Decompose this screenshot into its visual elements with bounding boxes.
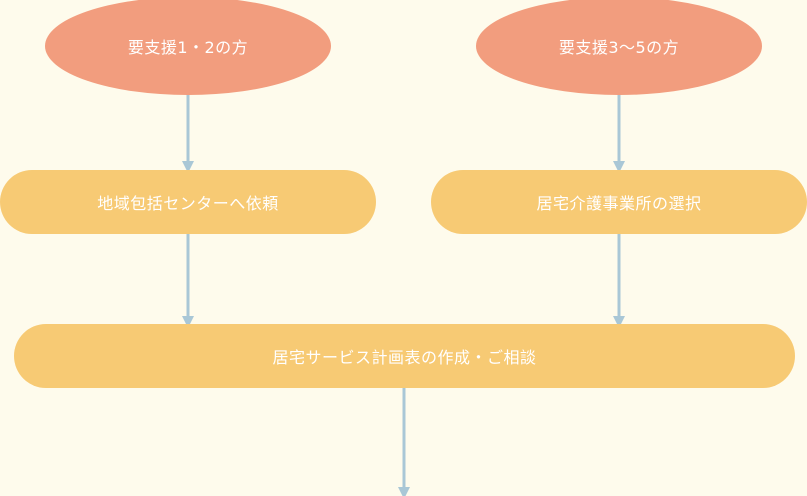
node-label: 地域包括センターへ依頼 (97, 194, 279, 213)
start-node-label: 要支援1・2の方 (127, 38, 249, 57)
node-request-center: 地域包括センターへ依頼 (0, 170, 376, 234)
node-care-plan: 居宅サービス計画表の作成・ご相談 (14, 324, 795, 388)
node-label: 居宅介護事業所の選択 (536, 194, 702, 213)
node-label: 居宅サービス計画表の作成・ご相談 (272, 348, 537, 367)
start-node-support-1-2: 要支援1・2の方 (45, 0, 331, 95)
node-select-office: 居宅介護事業所の選択 (431, 170, 807, 234)
start-node-label: 要支援3〜5の方 (558, 38, 680, 57)
start-node-support-3-5: 要支援3〜5の方 (476, 0, 762, 95)
